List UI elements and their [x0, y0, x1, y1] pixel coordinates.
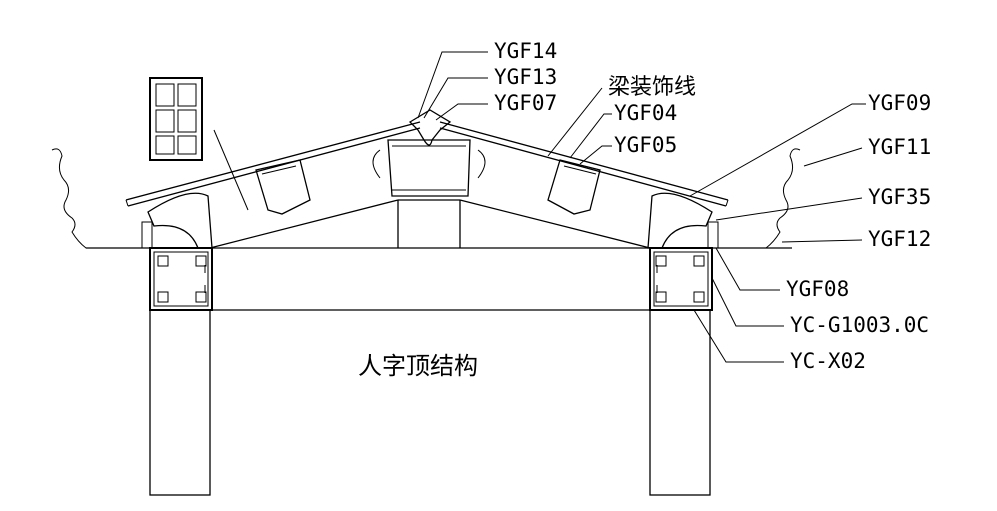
side-flashing — [51, 148, 801, 249]
right-eave-bracket — [647, 192, 719, 249]
label-ygf07: YGF07 — [494, 91, 557, 115]
left-purlin — [255, 159, 311, 215]
label-ygf14: YGF14 — [494, 39, 557, 63]
left-column — [149, 309, 211, 496]
label-ygf05: YGF05 — [614, 133, 677, 157]
right-purlin — [547, 159, 601, 215]
ridge-cap — [372, 109, 486, 197]
horizontal-beam — [149, 247, 713, 311]
right-column — [649, 309, 711, 496]
label-yc-g1003: YC-G1003.0C — [790, 313, 929, 337]
label-ygf35: YGF35 — [868, 185, 931, 209]
leader-lines — [417, 51, 866, 363]
label-yc-x02: YC-X02 — [790, 349, 866, 373]
label-ygf13: YGF13 — [494, 65, 557, 89]
diagram-title: 人字顶结构 — [358, 352, 478, 380]
label-ygf11: YGF11 — [868, 135, 931, 159]
label-ygf12: YGF12 — [868, 227, 931, 251]
label-ygf04: YGF04 — [614, 101, 677, 125]
label-ygf09: YGF09 — [868, 91, 931, 115]
label-beam-trim: 梁装饰线 — [608, 75, 696, 100]
truss — [209, 199, 651, 249]
left-eave-bracket — [141, 192, 213, 249]
beam-trim-profile — [149, 77, 249, 211]
label-ygf08: YGF08 — [786, 277, 849, 301]
